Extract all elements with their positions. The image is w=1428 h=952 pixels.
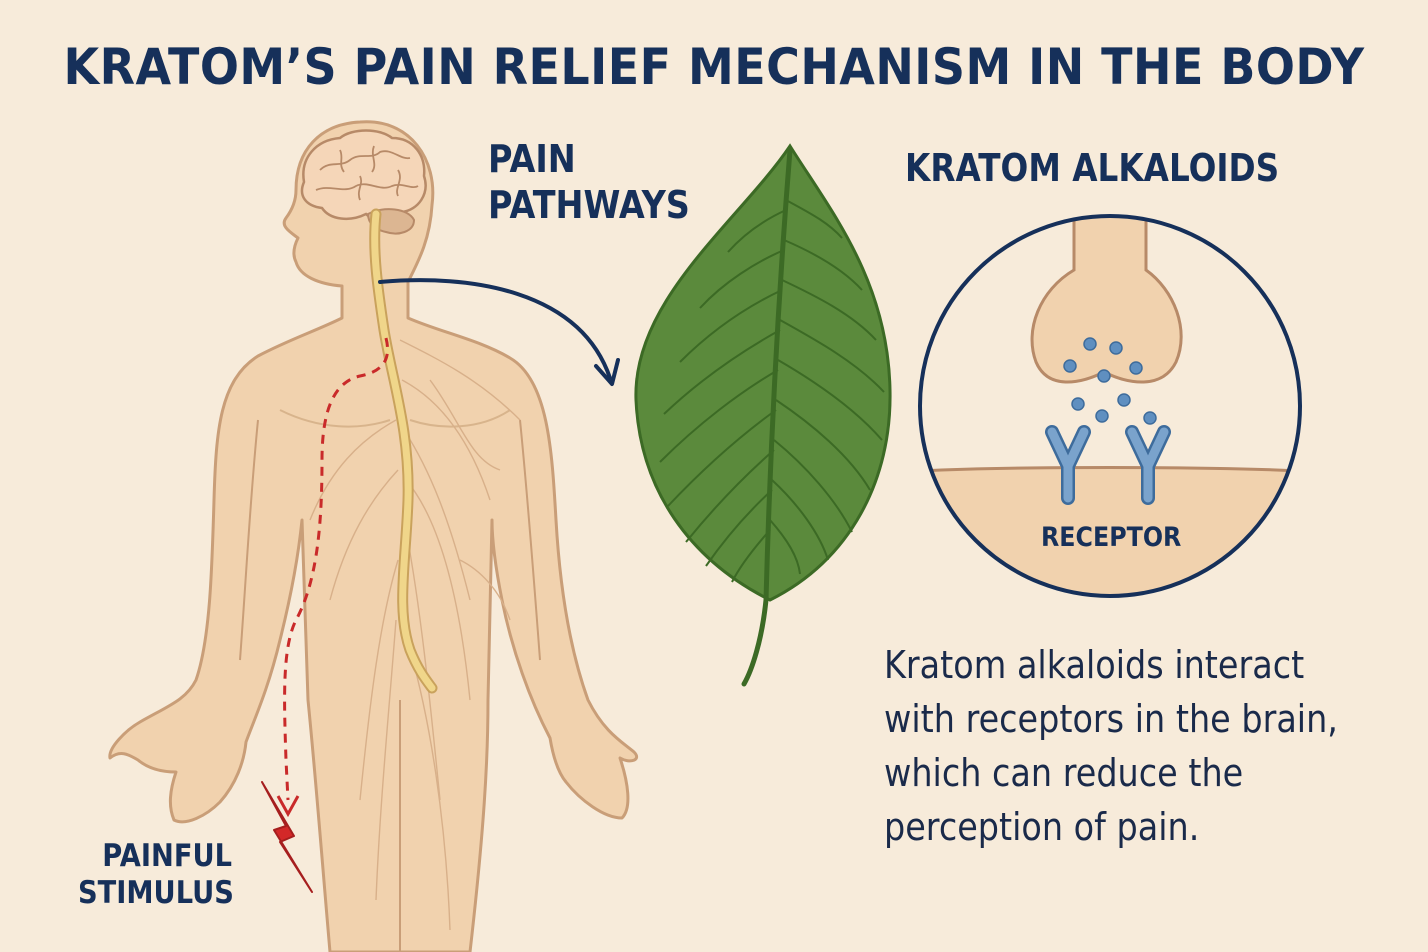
painful-stimulus-line-1: PAINFUL <box>102 838 233 874</box>
alkaloid-molecules <box>1063 337 1157 425</box>
body-silhouette <box>108 120 639 952</box>
synapse-illustration <box>918 214 1302 598</box>
chest-contour <box>279 409 511 428</box>
kratom-alkaloids-label: KRATOM ALKALOIDS <box>905 146 1280 190</box>
pain-pathways-label: PAIN PATHWAYS <box>488 136 690 228</box>
lightning-bolt-icon <box>261 781 313 893</box>
pain-pathways-line-1: PAIN <box>488 137 576 181</box>
pain-signal-arrowhead <box>276 795 300 818</box>
pain-pathways-line-2: PATHWAYS <box>488 183 690 227</box>
pain-signal-path <box>283 337 389 801</box>
arm-contour-right <box>519 419 541 661</box>
mechanism-description: Kratom alkaloids interact with receptors… <box>884 643 1338 849</box>
spinal-cord <box>371 210 436 692</box>
synapse-circle-border <box>918 214 1302 598</box>
human-body <box>108 120 639 952</box>
curved-arrow-icon <box>378 278 620 386</box>
receptor-label: RECEPTOR <box>1041 522 1182 553</box>
receptor-icon <box>1045 425 1171 505</box>
arm-contour-left <box>239 419 259 661</box>
painful-stimulus-line-2: STIMULUS <box>78 875 234 911</box>
kratom-leaf-icon <box>634 143 892 687</box>
nerve-network <box>309 339 521 931</box>
page-title: KRATOM’S PAIN RELIEF MECHANISM IN THE BO… <box>63 38 1365 96</box>
painful-stimulus-label: PAINFUL STIMULUS <box>78 838 234 912</box>
